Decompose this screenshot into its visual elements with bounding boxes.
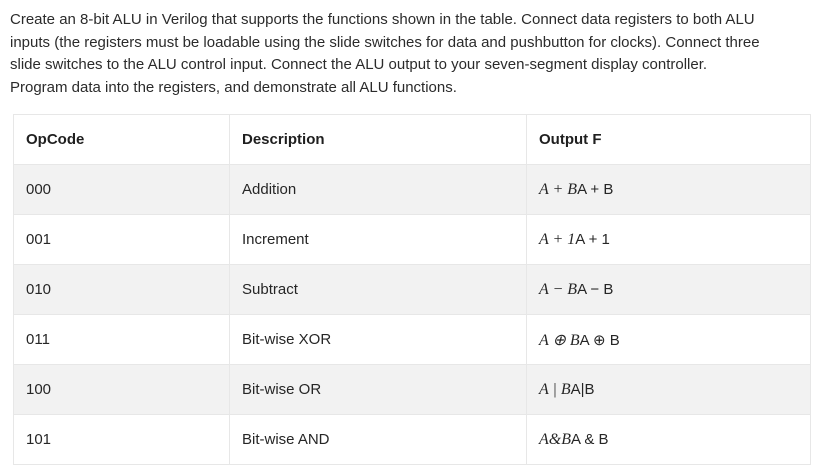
table-header-row: OpCode Description Output F — [13, 114, 811, 165]
formula-math: A + B — [539, 180, 578, 198]
formula-plain: A − B — [577, 280, 614, 298]
formula-plain: A & B — [571, 430, 609, 448]
output-cell: A ⊕ BA ⊕ B — [526, 314, 811, 365]
column-header-description: Description — [229, 114, 527, 165]
opcode-cell: 100 — [13, 364, 230, 415]
formula-plain: A ⊕ B — [579, 331, 620, 349]
formula-math: A | B — [539, 380, 571, 398]
assignment-text-line: Create an 8-bit ALU in Verilog that supp… — [10, 11, 755, 28]
formula-math: A + 1 — [539, 230, 576, 248]
opcode-cell: 011 — [13, 314, 230, 365]
output-cell: A + 1A + 1 — [526, 214, 811, 265]
description-cell: Subtract — [229, 264, 527, 315]
table-body: 000 Addition A + BA + B 001 Increment A … — [13, 164, 811, 465]
formula-plain: A + 1 — [575, 230, 610, 248]
opcode-cell: 010 — [13, 264, 230, 315]
table-row: 000 Addition A + BA + B — [13, 164, 811, 215]
table-row: 101 Bit-wise AND A&BA & B — [13, 414, 811, 465]
table-row: 001 Increment A + 1A + 1 — [13, 214, 811, 265]
column-header-output-f: Output F — [526, 114, 811, 165]
output-cell: A | BA|B — [526, 364, 811, 415]
table-row: 011 Bit-wise XOR A ⊕ BA ⊕ B — [13, 314, 811, 365]
formula-math: A&B — [539, 430, 571, 448]
table-row: 100 Bit-wise OR A | BA|B — [13, 364, 811, 415]
column-header-opcode: OpCode — [13, 114, 230, 165]
assignment-text-line: slide switches to the ALU control input.… — [10, 56, 708, 73]
assignment-text-line: Program data into the registers, and dem… — [10, 78, 457, 96]
alu-functions-table: OpCode Description Output F 000 Addition… — [13, 114, 811, 465]
output-cell: A&BA & B — [526, 414, 811, 465]
formula-plain: A + B — [577, 180, 614, 198]
formula-plain: A|B — [570, 380, 595, 398]
opcode-cell: 101 — [13, 414, 230, 465]
description-cell: Bit-wise AND — [229, 414, 527, 465]
output-cell: A − BA − B — [526, 264, 811, 315]
assignment-text: Create an 8-bit ALU in Verilog that supp… — [0, 0, 823, 99]
description-cell: Addition — [229, 164, 527, 215]
description-cell: Increment — [229, 214, 527, 265]
opcode-cell: 001 — [13, 214, 230, 265]
output-cell: A + BA + B — [526, 164, 811, 215]
formula-math: A − B — [539, 280, 578, 298]
table-row: 010 Subtract A − BA − B — [13, 264, 811, 315]
opcode-cell: 000 — [13, 164, 230, 215]
description-cell: Bit-wise XOR — [229, 314, 527, 365]
assignment-text-line: inputs (the registers must be loadable u… — [10, 33, 760, 51]
description-cell: Bit-wise OR — [229, 364, 527, 415]
formula-math: A ⊕ B — [539, 331, 580, 349]
